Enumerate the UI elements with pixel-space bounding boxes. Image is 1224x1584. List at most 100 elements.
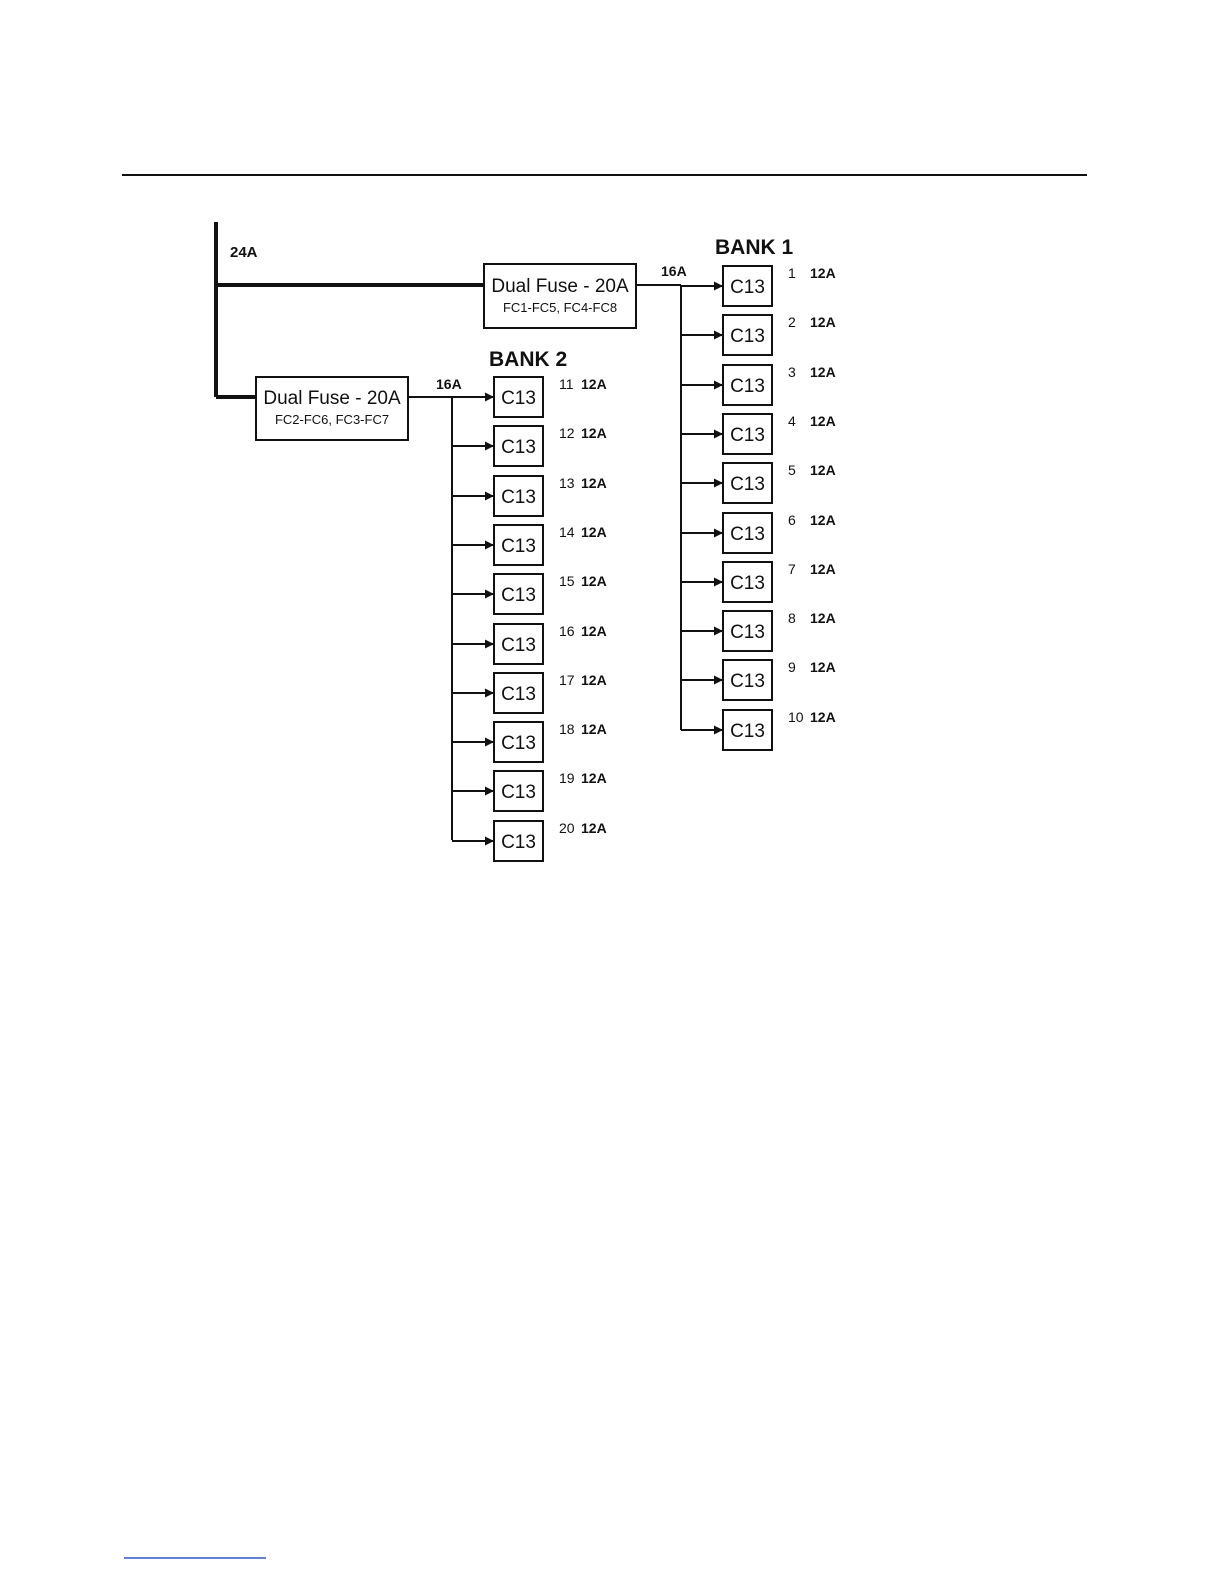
- outlet-c13-box: [722, 265, 773, 307]
- fuse2-output-current-label: 16A: [436, 376, 462, 392]
- outlet-c13-box: [722, 364, 773, 406]
- outlet-type-label: C13: [501, 388, 536, 409]
- outlet-row: C13 19 12A: [452, 770, 607, 812]
- outlet-row: C13 15 12A: [452, 573, 607, 615]
- outlet-c13-box: [493, 623, 544, 665]
- fuse-bank2-title: Dual Fuse - 20A: [263, 388, 401, 409]
- outlet-type-label: C13: [730, 622, 765, 643]
- outlet-c13-box: [722, 610, 773, 652]
- feed-current-label: 24A: [230, 244, 258, 261]
- outlet-type-label: C13: [730, 277, 765, 298]
- outlet-c13-box: [493, 721, 544, 763]
- outlet-rating-label: 12A: [581, 820, 607, 836]
- outlet-c13-box: [722, 314, 773, 356]
- fuse1-output-current-label: 16A: [661, 263, 687, 279]
- outlet-row: C13 7 12A: [681, 561, 836, 603]
- outlet-type-label: C13: [501, 437, 536, 458]
- outlet-number-label: 2: [788, 314, 796, 330]
- outlet-c13-box: [493, 425, 544, 467]
- outlet-rating-label: 12A: [581, 425, 607, 441]
- outlet-type-label: C13: [730, 573, 765, 594]
- outlet-rating-label: 12A: [810, 659, 836, 675]
- outlet-number-label: 19: [559, 770, 575, 786]
- outlet-rating-label: 12A: [581, 475, 607, 491]
- outlet-row: C13 6 12A: [681, 512, 836, 554]
- outlet-type-label: C13: [730, 721, 765, 742]
- outlet-rating-label: 12A: [581, 672, 607, 688]
- outlet-number-label: 13: [559, 475, 575, 491]
- outlet-rating-label: 12A: [810, 462, 836, 478]
- bank2-title: BANK 2: [489, 348, 567, 371]
- fuse-bank1-title: Dual Fuse - 20A: [491, 276, 629, 297]
- outlet-row: C13 4 12A: [681, 413, 836, 455]
- bank1-title: BANK 1: [715, 236, 793, 259]
- outlet-c13-box: [722, 709, 773, 751]
- outlet-number-label: 18: [559, 721, 575, 737]
- outlet-rating-label: 12A: [810, 709, 836, 725]
- outlet-type-label: C13: [501, 635, 536, 656]
- outlet-number-label: 20: [559, 820, 575, 836]
- outlet-number-label: 8: [788, 610, 796, 626]
- outlet-c13-box: [493, 770, 544, 812]
- outlet-type-label: C13: [501, 733, 536, 754]
- outlet-rating-label: 12A: [810, 512, 836, 528]
- outlet-number-label: 12: [559, 425, 575, 441]
- outlet-rating-label: 12A: [581, 623, 607, 639]
- fuse-bank2-box: [255, 376, 409, 441]
- outlet-rating-label: 12A: [810, 561, 836, 577]
- outlet-row: C13 2 12A: [681, 314, 836, 356]
- outlet-number-label: 1: [788, 265, 796, 281]
- fuse-bank2-subtitle: FC2-FC6, FC3-FC7: [275, 412, 389, 427]
- outlet-row: C13 9 12A: [681, 659, 836, 701]
- outlet-row: C13 1 12A: [681, 265, 836, 307]
- outlet-c13-box: [722, 462, 773, 504]
- outlet-c13-box: [722, 561, 773, 603]
- fuse-bank1-subtitle: FC1-FC5, FC4-FC8: [503, 300, 617, 315]
- outlet-c13-box: [493, 475, 544, 517]
- outlet-rating-label: 12A: [810, 265, 836, 281]
- outlet-c13-box: [493, 376, 544, 418]
- outlet-type-label: C13: [501, 585, 536, 606]
- outlet-type-label: C13: [730, 671, 765, 692]
- outlet-row: C13 3 12A: [681, 364, 836, 406]
- outlet-type-label: C13: [730, 524, 765, 545]
- outlet-number-label: 6: [788, 512, 796, 528]
- outlet-rating-label: 12A: [581, 770, 607, 786]
- outlet-number-label: 4: [788, 413, 796, 429]
- outlet-c13-box: [493, 524, 544, 566]
- outlet-number-label: 9: [788, 659, 796, 675]
- outlet-rating-label: 12A: [581, 721, 607, 737]
- outlet-number-label: 11: [559, 376, 574, 392]
- outlet-c13-box: [493, 573, 544, 615]
- outlet-number-label: 3: [788, 364, 796, 380]
- outlet-row: C13 8 12A: [681, 610, 836, 652]
- outlet-c13-box: [722, 512, 773, 554]
- outlet-rating-label: 12A: [581, 573, 607, 589]
- outlet-number-label: 17: [559, 672, 575, 688]
- outlet-rating-label: 12A: [810, 413, 836, 429]
- fuse-bank1: Dual Fuse - 20A FC1-FC5, FC4-FC8: [483, 263, 637, 329]
- outlet-type-label: C13: [730, 425, 765, 446]
- outlet-number-label: 7: [788, 561, 796, 577]
- outlet-row: C13 16 12A: [452, 623, 607, 665]
- outlet-type-label: C13: [730, 326, 765, 347]
- outlet-type-label: C13: [730, 376, 765, 397]
- outlet-rating-label: 12A: [810, 364, 836, 380]
- outlet-rating-label: 12A: [810, 314, 836, 330]
- outlet-number-label: 15: [559, 573, 575, 589]
- outlet-type-label: C13: [501, 487, 536, 508]
- outlet-number-label: 5: [788, 462, 796, 478]
- outlet-number-label: 16: [559, 623, 575, 639]
- outlet-c13-box: [493, 672, 544, 714]
- fuse-bank2: Dual Fuse - 20A FC2-FC6, FC3-FC7: [255, 376, 409, 441]
- outlet-rating-label: 12A: [810, 610, 836, 626]
- outlet-type-label: C13: [501, 782, 536, 803]
